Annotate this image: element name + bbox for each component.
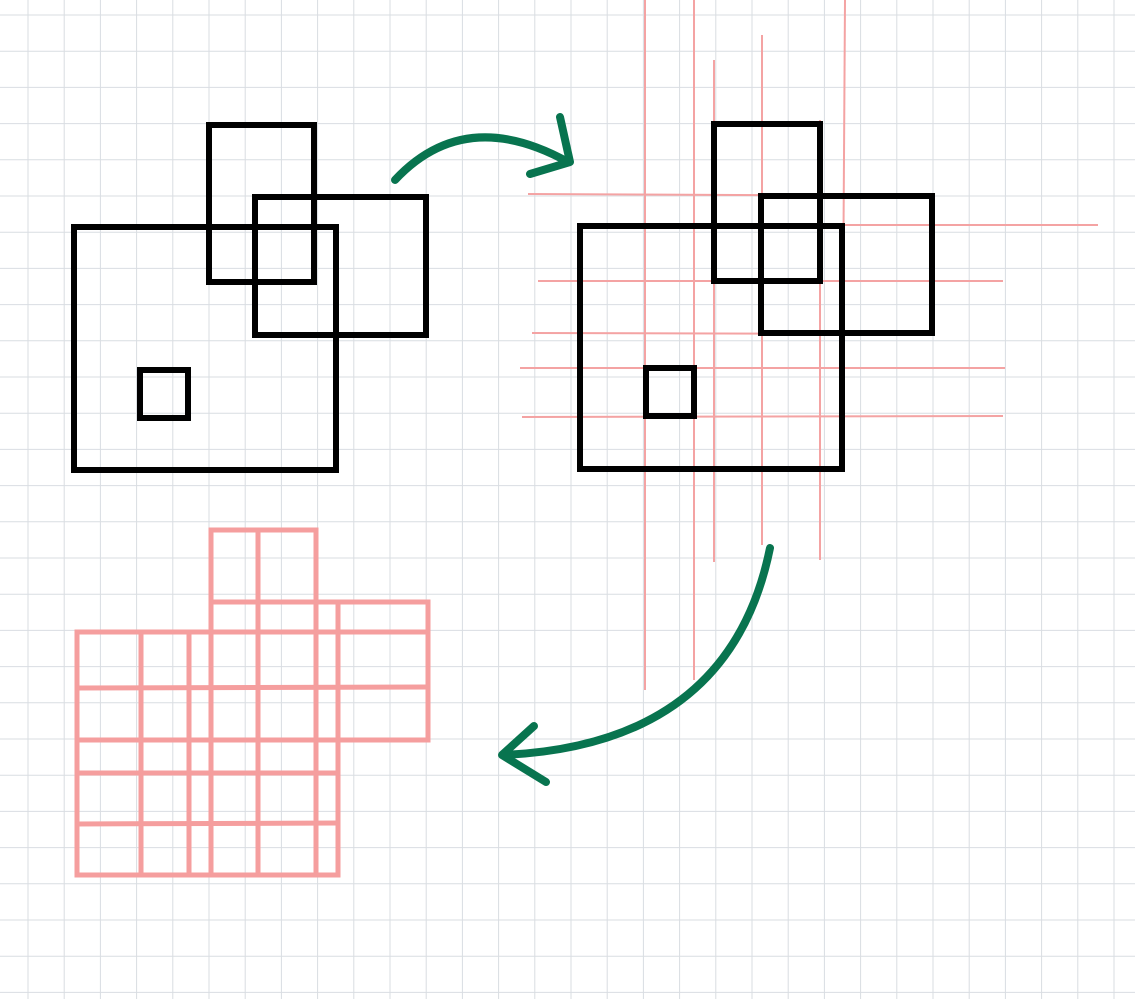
- arrow-to-cut-lines: [391, 113, 574, 184]
- original-rectangles: [71, 122, 429, 473]
- small-square: [643, 365, 697, 419]
- rectangles-with-cut-lines: [520, 0, 1098, 690]
- arrow-to-partition: [498, 544, 774, 786]
- right-rectangle: [758, 193, 935, 336]
- resulting-partition: [74, 527, 431, 878]
- small-square: [137, 367, 191, 421]
- curved-arrow-icon: [499, 544, 774, 759]
- top-rectangle: [711, 121, 823, 284]
- arrowhead-icon: [526, 113, 574, 178]
- outlined-rectangles: [577, 121, 935, 472]
- partition-outline: [74, 527, 431, 878]
- curved-arrow-icon: [391, 133, 572, 184]
- top-rectangle: [206, 122, 317, 285]
- partition-line: [74, 820, 341, 827]
- partition-line: [74, 684, 431, 691]
- large-rectangle: [71, 224, 339, 473]
- right-rectangle: [252, 194, 429, 338]
- arrowhead-icon: [498, 722, 550, 786]
- cut-line-horizontal: [521, 415, 1004, 418]
